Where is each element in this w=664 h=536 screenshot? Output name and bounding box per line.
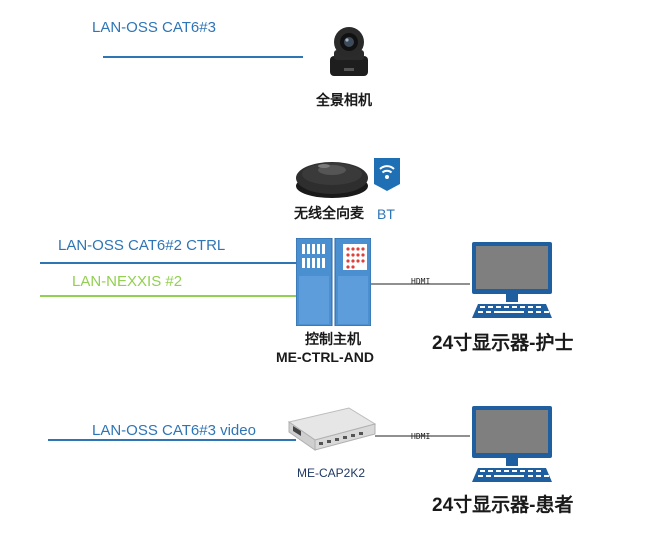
ptz-camera-icon (324, 24, 374, 78)
bt-label: BT (377, 206, 395, 222)
camera-label: 全景相机 (316, 92, 372, 108)
capture-model-label: ME-CAP2K2 (297, 466, 366, 480)
camera-lan-label: LAN-OSS CAT6#3 (92, 19, 216, 36)
ctrl-lan-label: LAN-OSS CAT6#2 CTRL (58, 237, 226, 254)
hdmi-label-top: HDMI (411, 277, 431, 286)
controller-cn-label: 控制主机 (305, 331, 361, 347)
capture-box-icon (287, 404, 377, 452)
monitor-icon (470, 404, 554, 484)
hdmi-label-bottom: HDMI (411, 432, 431, 441)
nexxis-lan-label: LAN-NEXXIS #2 (72, 273, 183, 290)
controller-model-label: ME-CTRL-AND (276, 349, 374, 365)
wireless-badge-icon (374, 158, 400, 191)
video-lan-label: LAN-OSS CAT6#3 video (92, 422, 256, 439)
conference-mic-icon (294, 152, 370, 200)
mic-label: 无线全向麦 (294, 205, 364, 221)
monitor-nurse-label: 24寸显示器-护士 (432, 333, 574, 354)
rack-controller-icon (295, 237, 372, 327)
monitor-icon (470, 240, 554, 320)
monitor-patient-label: 24寸显示器-患者 (432, 495, 574, 516)
